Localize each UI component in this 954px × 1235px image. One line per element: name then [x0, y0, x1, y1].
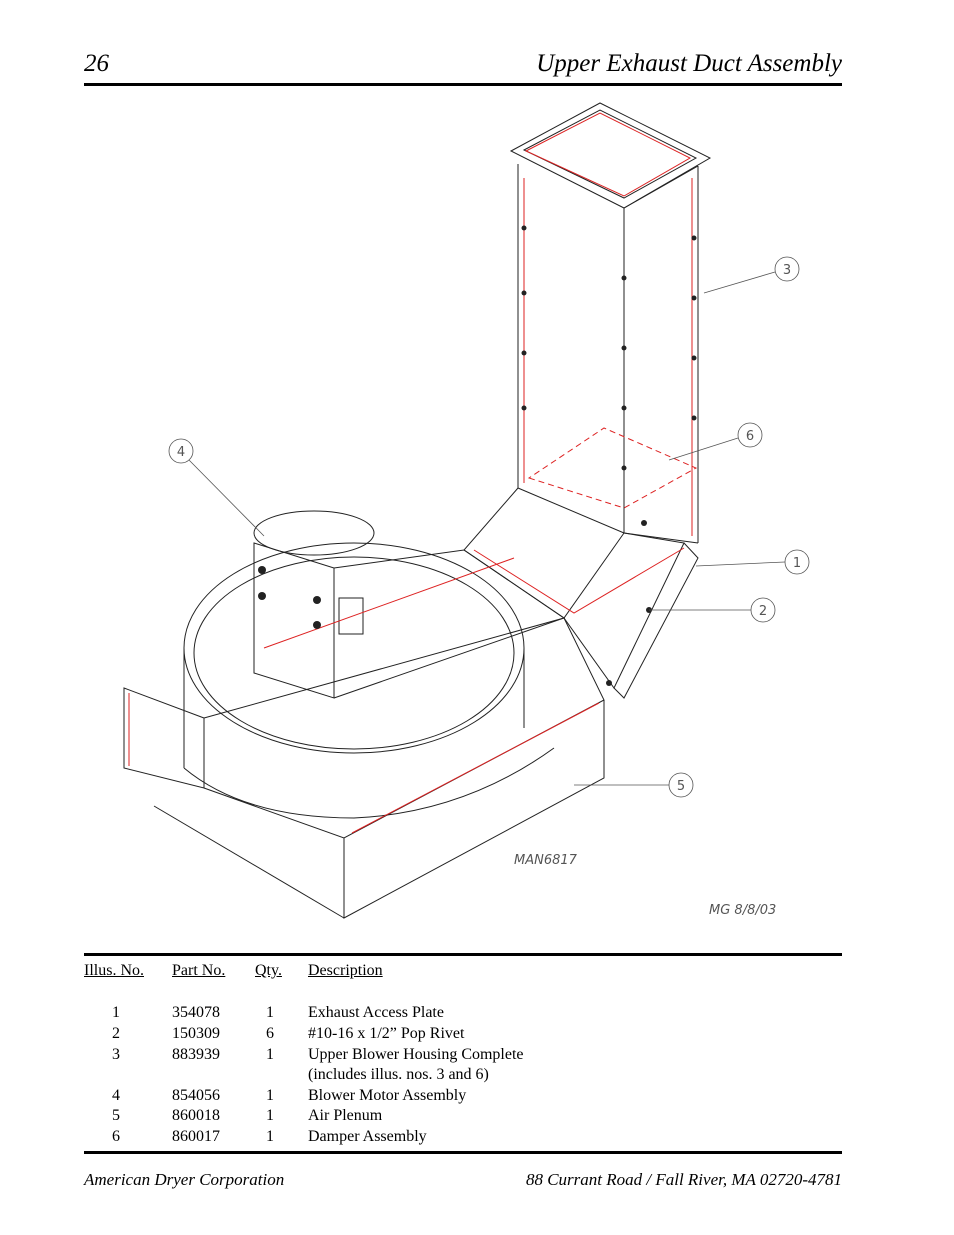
callout-1-label: 1 [793, 556, 801, 571]
air-plenum [123, 687, 205, 789]
header-rule [84, 83, 842, 86]
duct-elbow [463, 487, 625, 619]
col-header-qty: Qty. [255, 962, 282, 979]
footer-address: 88 Currant Road / Fall River, MA 02720-4… [525, 1170, 842, 1189]
page-header: 26 Upper Exhaust Duct Assembly [84, 50, 842, 84]
exploded-drawing: 3 6 1 2 4 5 MAN6817 MG 8/8/03 [123, 102, 810, 919]
page-title: Upper Exhaust Duct Assembly [536, 50, 842, 77]
table-row: 3 883939 1 Upper Blower Housing Complete [112, 1046, 524, 1063]
drawing-number: MAN6817 [514, 853, 578, 868]
callout-3 [774, 256, 800, 282]
duct-flange [509, 102, 712, 209]
col-header-part: Part No. [172, 962, 226, 979]
col-header-desc: Description [308, 962, 383, 979]
callout-6-label: 6 [746, 429, 754, 444]
table-row: (includes illus. nos. 3 and 6) [308, 1066, 489, 1083]
page-footer: American Dryer Corporation 88 Currant Ro… [84, 1170, 842, 1192]
col-header-illus: Illus. No. [84, 962, 144, 979]
callout-6 [737, 422, 763, 448]
table-rule-top [84, 953, 842, 956]
callout-3-label: 3 [783, 263, 791, 278]
drawing-initials-date: MG 8/8/03 [709, 903, 776, 918]
callout-2-label: 2 [759, 604, 767, 619]
motor-bracket [253, 542, 335, 699]
vertical-duct [517, 164, 699, 543]
table-rule-bottom [84, 1151, 842, 1154]
table-row: 1 354078 1 Exhaust Access Plate [112, 1004, 444, 1021]
footer-company: American Dryer Corporation [84, 1170, 285, 1189]
table-row: 4 854056 1 Blower Motor Assembly [112, 1087, 467, 1104]
page-number: 26 [84, 50, 109, 77]
damper-outline [527, 427, 698, 509]
callout-4-label: 4 [177, 445, 185, 460]
table-row: 6 860017 1 Damper Assembly [112, 1128, 427, 1145]
table-row: 5 860018 1 Air Plenum [112, 1107, 383, 1124]
table-row: 2 150309 6 #10-16 x 1/2” Pop Rivet [112, 1025, 465, 1042]
blower-housing [183, 542, 525, 754]
callout-5-label: 5 [677, 779, 685, 794]
callout-4 [168, 438, 194, 464]
